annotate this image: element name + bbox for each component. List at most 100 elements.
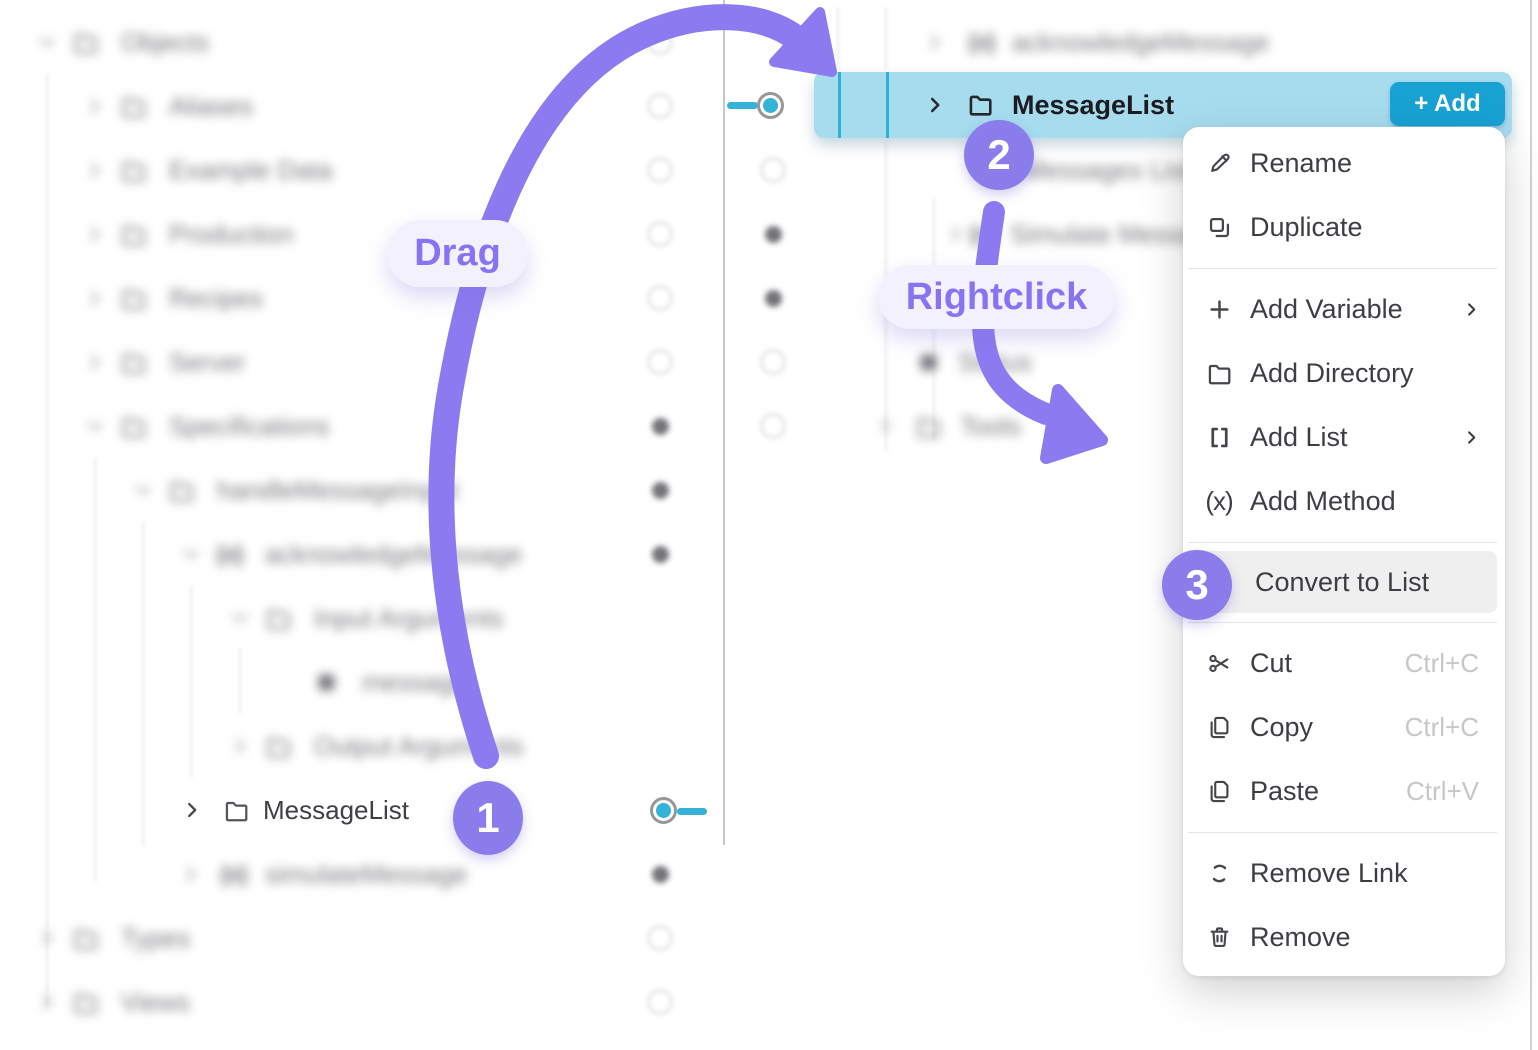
- tree-row-label: Example Data: [169, 155, 333, 185]
- folder-icon: [120, 413, 147, 440]
- tree-row-messages-list[interactable]: Messages List: [0, 138, 1538, 202]
- indent-guide: [886, 72, 889, 138]
- tree-row-label: Production: [169, 219, 294, 249]
- tree-row-specifications[interactable]: Specifications: [0, 394, 1538, 458]
- tree-row-label: Views: [121, 987, 190, 1017]
- chevron-down-icon[interactable]: [84, 415, 106, 437]
- chevron-right-icon[interactable]: [36, 927, 58, 949]
- menu-item-paste[interactable]: Paste Ctrl+V: [1183, 759, 1505, 823]
- link-port-ring[interactable]: [647, 925, 673, 951]
- tree-row-messagelist-highlighted[interactable]: MessageList + Add: [814, 72, 1512, 138]
- indent-guide: [885, 8, 887, 70]
- chevron-right-icon[interactable]: [84, 95, 106, 117]
- folder-icon: [265, 605, 292, 632]
- unlink-icon: [1205, 859, 1233, 887]
- tree-row-acknowledgemessage[interactable]: (x)acknowledgeMessage: [0, 10, 1538, 74]
- chevron-right-icon[interactable]: [36, 991, 58, 1013]
- chevron-right-icon[interactable]: [84, 287, 106, 309]
- tree-row-recipes[interactable]: Recipes: [0, 266, 1538, 330]
- menu-item-rename[interactable]: Rename: [1183, 131, 1505, 195]
- link-port-dot[interactable]: [765, 290, 782, 307]
- menu-item-remove[interactable]: Remove: [1183, 905, 1505, 969]
- copy-icon: [1205, 713, 1233, 741]
- menu-item-add-method[interactable]: (x)Add Method: [1183, 469, 1505, 533]
- tree-row-label: Status: [958, 347, 1032, 377]
- tree-row-objects[interactable]: Objects: [0, 10, 1538, 74]
- drag-connector-handle[interactable]: [650, 797, 677, 824]
- tree-row-label: Input Arguments: [314, 603, 504, 633]
- drag-connector-line: [727, 102, 758, 109]
- brackets-icon: [1205, 423, 1233, 451]
- menu-item-label: Duplicate: [1250, 211, 1363, 242]
- tree-row-label: MessageList: [1012, 90, 1175, 120]
- menu-item-add-variable[interactable]: Add Variable: [1183, 277, 1505, 341]
- add-button[interactable]: + Add: [1390, 82, 1505, 126]
- tree-row-label: Output Arguments: [314, 731, 524, 761]
- chevron-right-icon[interactable]: [84, 351, 106, 373]
- tree-row-example-data[interactable]: Example Data: [0, 138, 1538, 202]
- folder-icon: [72, 989, 99, 1016]
- chevron-down-icon[interactable]: [229, 607, 251, 629]
- indent-guide: [94, 458, 96, 882]
- panel-divider: [723, 0, 725, 845]
- folder-icon: [120, 93, 147, 120]
- tree-row-simulatemessage[interactable]: (x)simulateMessage: [0, 842, 1538, 906]
- link-port-ring[interactable]: [647, 989, 673, 1015]
- folder-icon: [72, 29, 99, 56]
- indent-guide: [46, 74, 48, 1008]
- menu-item-add-directory[interactable]: Add Directory: [1183, 341, 1505, 405]
- chevron-right-icon[interactable]: [181, 799, 203, 821]
- chevron-right-icon[interactable]: [924, 31, 946, 53]
- step-2-badge: 2: [964, 120, 1034, 190]
- tree-row-messagelist[interactable]: MessageList: [0, 778, 1538, 842]
- chevron-right-icon[interactable]: [924, 94, 946, 116]
- folder-icon: [265, 733, 292, 760]
- folder-icon: [120, 157, 147, 184]
- panel-right-border: [1530, 0, 1532, 1050]
- chevron-right-icon[interactable]: [945, 223, 967, 245]
- menu-item-add-list[interactable]: Add List: [1183, 405, 1505, 469]
- chevron-down-icon[interactable]: [132, 479, 154, 501]
- tree-row-label: Messages List: [1024, 155, 1191, 185]
- tree-row-views[interactable]: Views: [0, 970, 1538, 1034]
- tree-row-production[interactable]: Production: [0, 202, 1538, 266]
- drag-connector-dot: [656, 803, 671, 818]
- chevron-down-icon[interactable]: [180, 543, 202, 565]
- method-icon: (x): [1205, 485, 1233, 516]
- chevron-right-icon[interactable]: [229, 735, 251, 757]
- menu-item-label: Rename: [1250, 147, 1353, 178]
- chevron-right-icon[interactable]: [84, 223, 106, 245]
- menu-item-label: Remove: [1250, 921, 1351, 952]
- menu-divider: [1188, 621, 1497, 623]
- menu-item-duplicate[interactable]: Duplicate: [1183, 195, 1505, 259]
- indent-guide: [837, 8, 839, 70]
- paste-icon: [1205, 777, 1233, 805]
- tree-row-aliases[interactable]: Aliases: [0, 74, 1538, 138]
- submenu-chevron-icon: [1462, 428, 1481, 447]
- menu-item-label: Paste: [1250, 775, 1320, 806]
- tree-row-server[interactable]: Server: [0, 330, 1538, 394]
- chevron-right-icon[interactable]: [180, 863, 202, 885]
- folder-icon: [168, 477, 195, 504]
- menu-divider: [1188, 267, 1497, 269]
- step-3-badge: 3: [1162, 550, 1232, 620]
- plus-icon: [1205, 295, 1233, 323]
- chevron-right-icon[interactable]: [84, 159, 106, 181]
- tree-row-types[interactable]: Types: [0, 906, 1538, 970]
- indent-guide: [142, 522, 144, 846]
- duplicate-icon: [1205, 213, 1233, 241]
- tree-row-handlemessageinput[interactable]: handleMessageInput: [0, 458, 1538, 522]
- menu-item-convert-to-list[interactable]: Convert to List: [1188, 551, 1497, 613]
- block-icon: [313, 669, 340, 696]
- menu-item-remove-link[interactable]: Remove Link: [1183, 841, 1505, 905]
- menu-item-shortcut: Ctrl+V: [1406, 775, 1479, 806]
- chevron-down-icon[interactable]: [36, 31, 58, 53]
- menu-divider: [1188, 541, 1497, 543]
- chevron-right-icon[interactable]: [875, 415, 897, 437]
- folder-icon: [1205, 359, 1233, 387]
- link-port-dot[interactable]: [652, 866, 669, 883]
